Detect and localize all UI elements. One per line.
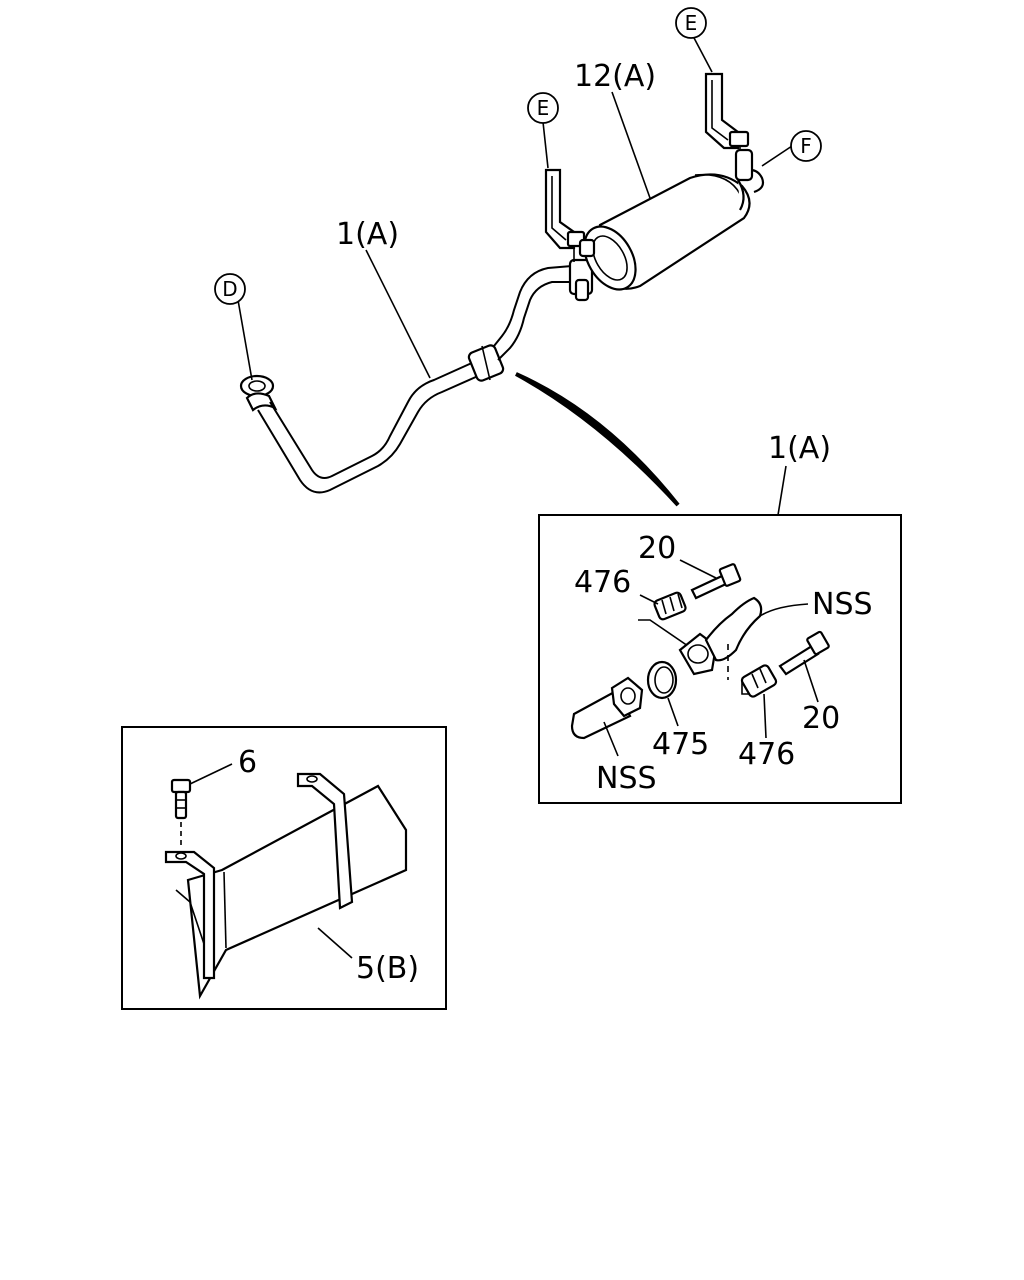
detail-box-pipe-joint: 1(A) 20 476 NSS bbox=[538, 431, 902, 804]
svg-text:F: F bbox=[800, 134, 812, 158]
circle-ref-e-right: E bbox=[675, 7, 707, 39]
callout-detail-pipe: 1(A) bbox=[768, 431, 831, 466]
callout-spring-476-top: 476 bbox=[574, 565, 631, 600]
callout-heat-shield: 5(B) bbox=[356, 951, 419, 986]
flange-pipe-nss bbox=[678, 596, 763, 676]
exhaust-pipe-assembly bbox=[239, 258, 594, 494]
callout-bolt-20-top: 20 bbox=[638, 531, 676, 566]
callout-main-pipe: 1(A) bbox=[336, 217, 399, 252]
circle-ref-e-left: E bbox=[527, 92, 559, 124]
bolt-6 bbox=[170, 778, 192, 848]
callout-bolt-6: 6 bbox=[238, 745, 257, 780]
callout-bolt-20-right: 20 bbox=[802, 701, 840, 736]
spring-476-top bbox=[653, 591, 687, 621]
svg-text:E: E bbox=[685, 11, 698, 35]
callout-nss-right: NSS bbox=[812, 587, 873, 622]
callout-muffler: 12(A) bbox=[574, 59, 656, 94]
callout-nss-left: NSS bbox=[596, 761, 657, 796]
svg-text:E: E bbox=[537, 96, 550, 120]
spring-476-bottom bbox=[740, 664, 778, 698]
hanger-bracket-left bbox=[544, 168, 596, 262]
heat-shield-5b bbox=[164, 772, 408, 1000]
detail-box-heat-shield: 6 5(B) bbox=[121, 726, 447, 1010]
pipe-flange-nss bbox=[570, 676, 644, 740]
hanger-bracket-right bbox=[704, 72, 754, 211]
callout-gasket-475: 475 bbox=[652, 727, 709, 762]
gasket-475 bbox=[646, 660, 678, 700]
callout-spring-476-bottom: 476 bbox=[738, 737, 795, 772]
muffler bbox=[583, 168, 765, 291]
detail-arrow bbox=[515, 372, 680, 507]
bolt-20-right bbox=[778, 630, 830, 676]
circle-ref-f: F bbox=[790, 130, 822, 162]
circle-ref-d: D bbox=[214, 273, 246, 305]
leader-lines-main bbox=[237, 35, 793, 381]
bolt-20-top bbox=[690, 563, 742, 600]
svg-text:D: D bbox=[222, 277, 237, 301]
